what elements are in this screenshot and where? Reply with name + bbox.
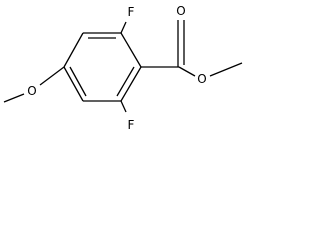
bond-carbonyl-to-ester-oxygen — [178, 66, 196, 77]
ring-bond-c3-c4 — [63, 32, 84, 68]
bond-ring-to-fluorine-top — [120, 21, 127, 34]
atom-carbonyl-oxygen: O — [176, 4, 185, 18]
atom-methoxy-oxygen: O — [27, 84, 36, 98]
atom-fluorine-top: F — [128, 5, 135, 19]
benzene-ring — [63, 32, 142, 102]
chemical-structure-diagram: F F O O O — [3, 4, 243, 132]
atom-fluorine-bottom: F — [128, 118, 135, 132]
bond-methoxy-oxygen-to-methyl — [3, 93, 25, 103]
ring-bond-c1-c2 — [120, 32, 142, 68]
bond-ester-oxygen-to-methyl — [209, 62, 243, 77]
ring-bond-c6-c1 — [120, 66, 142, 102]
atom-ester-oxygen: O — [197, 72, 206, 86]
ring-bond-c4-c5-double — [69, 66, 87, 97]
bond-ring-to-fluorine-bottom — [120, 100, 127, 113]
ring-bond-c4-c5 — [63, 66, 84, 102]
ring-bond-c6-c1-double — [116, 66, 135, 97]
bond-ring-to-methoxy-oxygen — [39, 66, 65, 86]
